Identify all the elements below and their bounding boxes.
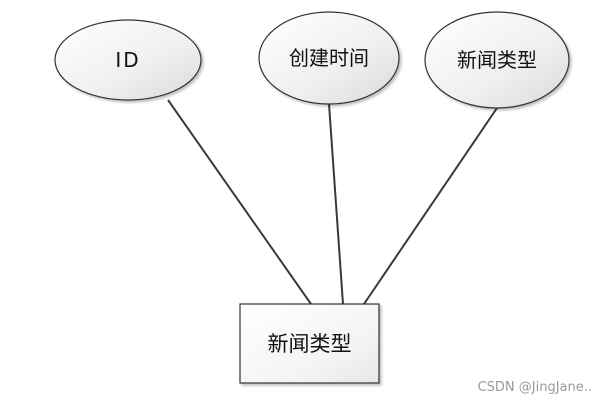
entity-label: 新闻类型 — [268, 332, 352, 356]
attribute-ellipse — [424, 11, 570, 109]
entity-box — [239, 303, 380, 384]
watermark-text: CSDN @JingJane.. — [477, 380, 592, 395]
connector-line-news-type — [363, 107, 498, 305]
connector-line-id — [167, 99, 312, 305]
attribute-ellipse — [54, 19, 202, 101]
attribute-news-type: 新闻类型 — [424, 11, 570, 109]
attribute-label: 创建时间 — [289, 46, 369, 70]
attribute-created-time: 创建时间 — [258, 11, 400, 105]
connector-line-created-time — [328, 103, 344, 305]
attribute-ellipse — [258, 11, 400, 105]
entity-news-type: 新闻类型 — [239, 303, 380, 384]
attribute-label: ID — [115, 48, 140, 72]
attribute-label: 新闻类型 — [457, 48, 537, 72]
attribute-id: ID — [54, 19, 202, 101]
